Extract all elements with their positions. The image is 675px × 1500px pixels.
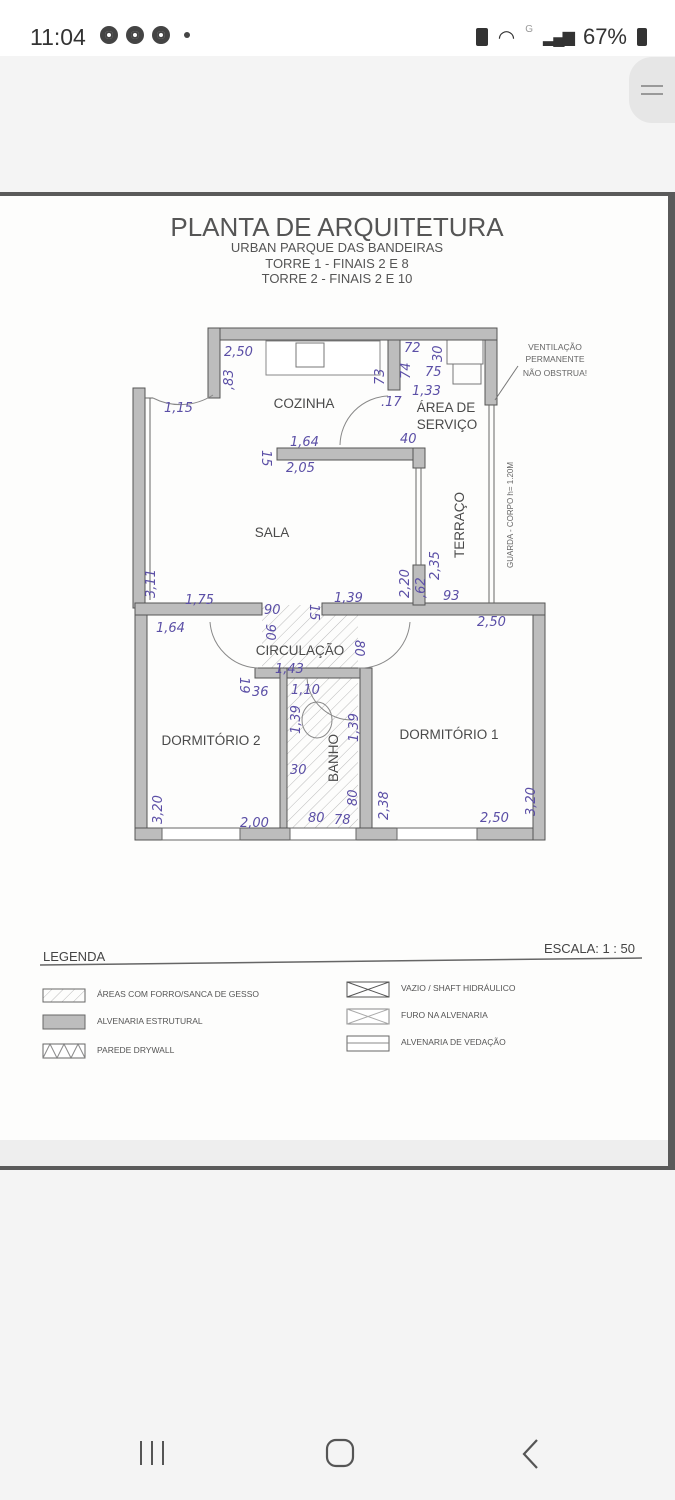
recent-apps-icon (140, 1441, 164, 1465)
dim: 2,50 (480, 811, 509, 826)
dim: 75 (425, 365, 442, 380)
network-type: G (525, 24, 533, 35)
more-notifications-icon (184, 32, 190, 38)
dim: 2,50 (224, 345, 253, 360)
dim: 80 (346, 789, 361, 806)
legend-item: ALVENARIA ESTRUTURAL (97, 1016, 203, 1026)
room-label-sala: SALA (255, 525, 290, 540)
status-bar: 11:04 ◠ G ▂▄▆ 67% (0, 0, 675, 56)
dim: 30 (431, 345, 446, 362)
legend-item: PAREDE DRYWALL (97, 1045, 175, 1055)
menu-handle-button[interactable] (629, 57, 675, 123)
status-time: 11:04 (30, 24, 86, 50)
room-label-area-servico: ÁREA DE (417, 400, 476, 415)
chrome-notification-icon (126, 26, 144, 44)
dim: 19 (236, 677, 251, 694)
dim: 15 (306, 604, 321, 621)
dim: 2,05 (286, 461, 315, 476)
room-label-circulacao: CIRCULAÇÃO (256, 643, 345, 658)
legend-item: ÁREAS COM FORRO/SANCA DE GESSO (97, 989, 259, 999)
dim: ,83 (222, 369, 237, 390)
legend-title: LEGENDA (43, 949, 105, 964)
legend-item: VAZIO / SHAFT HIDRÁULICO (401, 983, 516, 993)
dim: 80 (308, 811, 325, 826)
sink-icon (295, 342, 325, 368)
wifi-icon: ◠ (497, 26, 516, 49)
floor-plan-image: PLANTA DE ARQUITETURA URBAN PARQUE DAS B… (0, 192, 675, 1170)
chrome-notification-icon (100, 26, 118, 44)
handwritten-dimensions: 2,50 ,83 1,15 73 74 72 30 75 1,33 .17 1,… (144, 341, 539, 831)
svg-text:PERMANENTE: PERMANENTE (525, 354, 584, 364)
room-label-dormitorio-1: DORMITÓRIO 1 (399, 727, 498, 742)
dim: 1,33 (412, 384, 441, 399)
plan-title-block: PLANTA DE ARQUITETURA URBAN PARQUE DAS B… (170, 212, 504, 286)
dim: 1,75 (185, 593, 214, 608)
room-label-dormitorio-2: DORMITÓRIO 2 (161, 733, 260, 748)
home-button[interactable] (325, 1438, 355, 1473)
plan-subtitle: URBAN PARQUE DAS BANDEIRAS (231, 240, 443, 255)
room-label-area-servico: SERVIÇO (417, 417, 478, 432)
ventilation-leader (494, 365, 519, 401)
back-button[interactable] (520, 1438, 540, 1475)
dim: 1,10 (291, 683, 320, 698)
dim: 2,50 (477, 615, 506, 630)
dim: 78 (334, 813, 351, 828)
back-icon (522, 1439, 538, 1469)
dim: 3,20 (524, 787, 539, 816)
dim: 1,64 (156, 621, 185, 636)
recent-apps-button[interactable] (138, 1440, 166, 1466)
dim: 74 (399, 362, 414, 379)
battery-saver-icon (475, 28, 488, 46)
circulation-hatch (262, 605, 358, 670)
signal-icon: ▂▄▆ (543, 29, 575, 46)
home-icon (325, 1438, 355, 1468)
dim: 1,39 (289, 705, 304, 734)
dim: 2,35 (428, 551, 443, 580)
dim: 93 (443, 589, 460, 604)
laundry-sink-icon (452, 363, 482, 385)
dim: 80 (351, 640, 366, 657)
dim: 1,39 (334, 591, 363, 606)
legend-item: ALVENARIA DE VEDAÇÃO (401, 1037, 506, 1047)
windows-and-railings (145, 397, 495, 841)
dim: 2,00 (240, 816, 269, 831)
dim: 2,20 (398, 569, 413, 598)
dim: 3,11 (144, 569, 159, 598)
dim: 30 (290, 763, 307, 778)
dim: 3,20 (151, 795, 166, 824)
dim: 72 (404, 341, 421, 356)
dim: 1,43 (275, 662, 304, 677)
dim: 1,39 (347, 713, 362, 742)
plan-subtitle: TORRE 2 - FINAIS 2 E 10 (262, 271, 413, 286)
svg-text:NÃO OBSTRUA!: NÃO OBSTRUA! (523, 368, 587, 378)
legend-item: FURO NA ALVENARIA (401, 1010, 488, 1020)
legend: LEGENDA ESCALA: 1 : 50 ÁREAS COM FORRO/S… (39, 941, 643, 1060)
dim: 73 (373, 368, 388, 385)
dim: .17 (381, 395, 402, 410)
room-label-banho: BANHO (326, 734, 341, 782)
navigation-bar (0, 1410, 675, 1500)
dim: 36 (252, 685, 269, 700)
ventilation-note: VENTILAÇÃO PERMANENTE NÃO OBSTRUA! (523, 342, 587, 378)
dim: 40 (400, 432, 417, 447)
dim: ,62 (414, 577, 429, 598)
guard-rail-note: GUARDA - CORPO h= 1.20M (506, 462, 515, 568)
plan-subtitle: TORRE 1 - FINAIS 2 E 8 (265, 256, 409, 271)
battery-percent: 67% (582, 24, 627, 49)
battery-icon (637, 28, 647, 46)
door-swings (152, 394, 411, 739)
dim: 90 (262, 624, 277, 641)
scale-label: ESCALA: 1 : 50 (544, 941, 635, 956)
svg-text:VENTILAÇÃO: VENTILAÇÃO (528, 342, 582, 352)
room-label-terraco: TERRAÇO (452, 492, 467, 558)
dim: 90 (264, 603, 281, 618)
dim: 15 (258, 450, 273, 467)
plan-title: PLANTA DE ARQUITETURA (170, 212, 504, 242)
dim: 1,15 (164, 401, 193, 416)
room-label-cozinha: COZINHA (274, 396, 335, 411)
chrome-notification-icon (152, 26, 170, 44)
dim: 2,38 (377, 791, 392, 820)
dim: 1,64 (290, 435, 319, 450)
sink-counter (265, 340, 381, 376)
